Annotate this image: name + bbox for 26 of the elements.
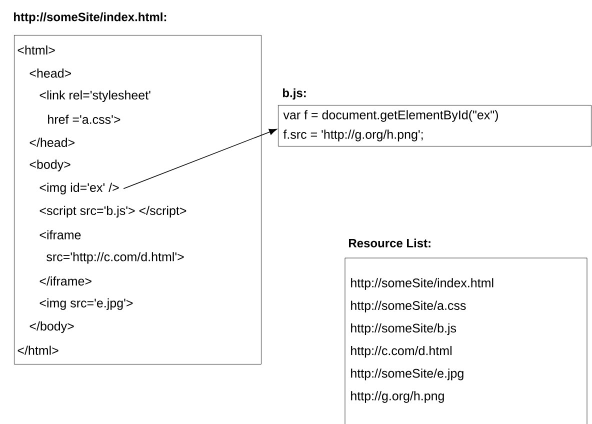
code-line: </head> — [30, 138, 74, 147]
list-item: http://c.com/d.html — [351, 346, 452, 358]
list-heading: Resource List: — [349, 238, 430, 248]
code-line: var f = document.getElementById("ex") — [283, 110, 498, 122]
list-item: http://someSite/b.js — [351, 323, 456, 336]
list-item: http://someSite/index.html — [351, 278, 494, 290]
code-line: <iframe — [40, 230, 81, 240]
file-heading: b.js: — [282, 88, 306, 100]
list-item: http://someSite/a.css — [351, 300, 466, 312]
code-line: <body> — [30, 160, 70, 172]
code-line: src='http://c.com/d.html'> — [46, 252, 184, 264]
code-line: <script src='b.js'> </script> — [40, 206, 186, 218]
code-line: </body> — [30, 321, 74, 334]
code-line: <html> — [18, 45, 55, 55]
code-line: </iframe> — [40, 276, 92, 286]
code-line: <img src='e.jpg'> — [40, 298, 133, 310]
code-line: </html> — [18, 346, 58, 355]
code-line: <head> — [30, 68, 71, 78]
arrow — [123, 128, 277, 189]
code-line: <link rel='stylesheet' — [40, 90, 150, 102]
code-line: <img id='ex' /> — [40, 182, 119, 194]
list-item: http://g.org/h.png — [351, 391, 444, 403]
code-line: href ='a.css'> — [48, 114, 120, 124]
file-heading: http://someSite/index.html: — [14, 12, 166, 24]
code-line: f.src = 'http://g.org/h.png'; — [283, 130, 423, 142]
list-item: http://someSite/e.jpg — [351, 368, 464, 380]
